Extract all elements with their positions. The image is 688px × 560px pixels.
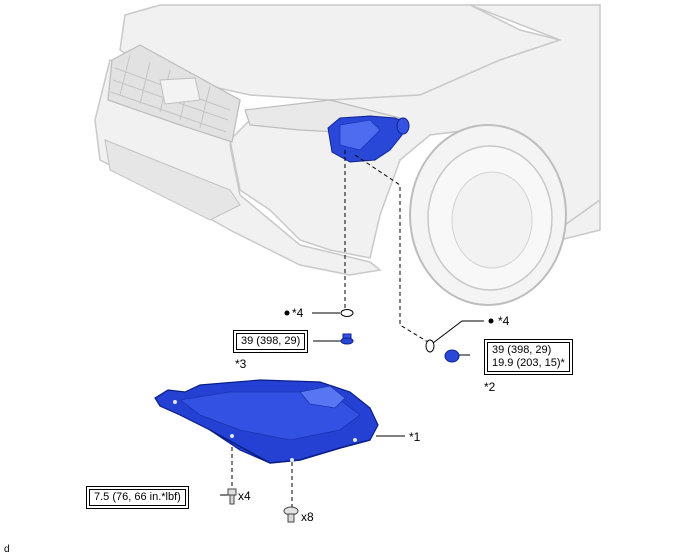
filler-plug — [444, 349, 460, 363]
transfer-assembly — [327, 115, 410, 163]
torque-filler-line2: 19.9 (203, 15)* — [492, 357, 565, 369]
cover-bolt — [227, 488, 237, 505]
torque-box-drain: 39 (398, 29) — [233, 330, 309, 353]
grille — [107, 44, 241, 143]
callout-1: *1 — [409, 430, 421, 444]
drain-plug — [340, 333, 354, 345]
dashed-leaders — [231, 150, 429, 508]
dot-4a — [284, 310, 290, 316]
torque-box-filler: 39 (398, 29) 19.9 (203, 15)* — [484, 339, 573, 375]
torque-box-bolt: 7.5 (76, 66 in.*lbf) — [86, 486, 189, 509]
callout-3: *3 — [235, 357, 247, 371]
torque-filler-plug: 39 (398, 29) 19.9 (203, 15)* — [487, 342, 570, 372]
torque-cover-bolt: 7.5 (76, 66 in.*lbf) — [89, 489, 186, 506]
callout-2: *2 — [484, 380, 496, 394]
torque-filler-line1: 39 (398, 29) — [492, 344, 552, 356]
lower-grille — [104, 139, 241, 221]
engine-under-cover — [154, 379, 379, 464]
bolt-quantity: x4 — [238, 489, 251, 503]
wheel — [409, 124, 567, 306]
gasket-ring-filler — [425, 339, 435, 353]
dot-4b — [488, 318, 494, 324]
torque-drain-plug: 39 (398, 29) — [236, 333, 306, 350]
solid-leaders — [220, 312, 484, 496]
callout-4b: *4 — [498, 314, 510, 328]
figure-code: d — [4, 544, 10, 555]
clip-quantity: x8 — [301, 510, 314, 524]
callout-4a: *4 — [292, 306, 304, 320]
cover-clip — [283, 506, 299, 523]
gasket-ring-drain — [340, 309, 354, 317]
